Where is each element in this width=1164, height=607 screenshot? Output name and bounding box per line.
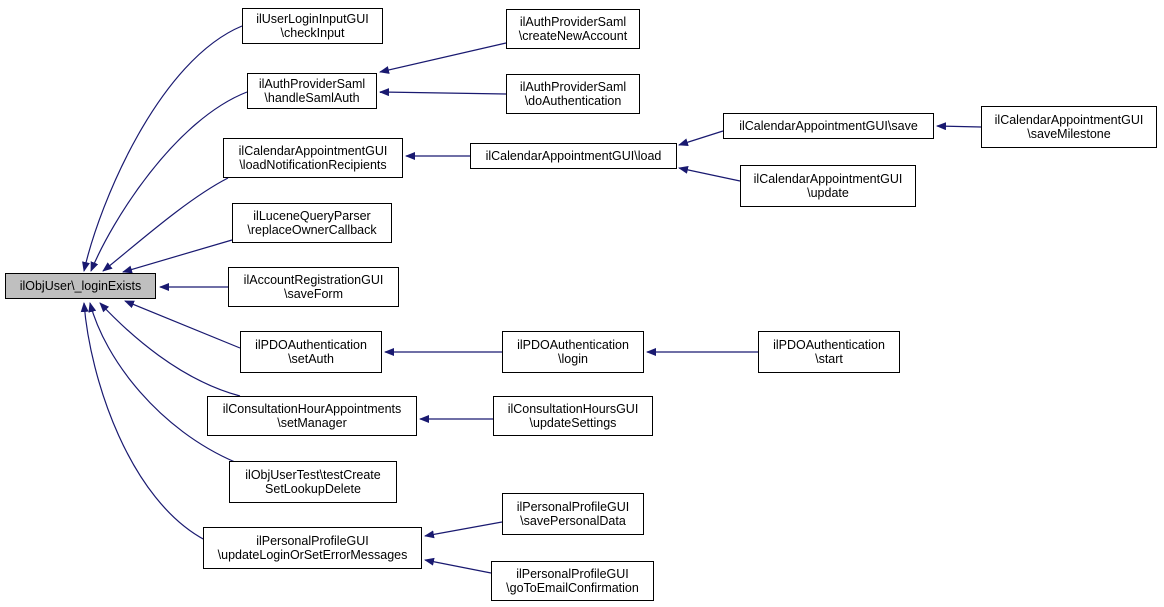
edge-email-confirm-to-update	[424, 557, 492, 574]
node-label: ilObjUser\_loginExists	[19, 279, 142, 293]
edge-test-create-to-root	[88, 302, 236, 463]
edge-create-account-to-saml	[379, 42, 507, 74]
node-update-login-or-set-error-messages[interactable]: ilPersonalProfileGUI \updateLoginOrSetEr…	[203, 527, 422, 569]
node-update-settings[interactable]: ilConsultationHoursGUI \updateSettings	[493, 396, 653, 436]
node-label: ilCalendarAppointmentGUI\load	[485, 149, 662, 163]
node-calendar-save[interactable]: ilCalendarAppointmentGUI\save	[723, 113, 934, 139]
edge-save-milestone-to-cal-save	[936, 122, 982, 131]
node-label: ilCalendarAppointmentGUI\save	[739, 119, 918, 133]
node-label: ilPersonalProfileGUI \goToEmailConfirmat…	[506, 567, 639, 595]
node-label: ilCalendarAppointmentGUI \loadNotificati…	[238, 144, 388, 172]
node-label: ilConsultationHoursGUI \updateSettings	[507, 402, 639, 430]
node-label: ilAuthProviderSaml \createNewAccount	[518, 15, 628, 43]
call-edges	[80, 25, 982, 574]
edge-set-manager-to-root	[99, 302, 241, 397]
node-label: ilPDOAuthentication \login	[517, 338, 629, 366]
edge-cal-save-to-cal-load	[678, 130, 724, 147]
node-calendar-update[interactable]: ilCalendarAppointmentGUI \update	[740, 165, 916, 207]
node-load-notification-recipients[interactable]: ilCalendarAppointmentGUI \loadNotificati…	[223, 138, 403, 178]
node-label: ilPDOAuthentication \setAuth	[255, 338, 367, 366]
node-calendar-save-milestone[interactable]: ilCalendarAppointmentGUI \saveMilestone	[981, 106, 1157, 148]
node-set-auth[interactable]: ilPDOAuthentication \setAuth	[240, 331, 382, 373]
node-calendar-load[interactable]: ilCalendarAppointmentGUI\load	[470, 143, 677, 169]
node-label: ilPDOAuthentication \start	[773, 338, 885, 366]
node-label: ilAuthProviderSaml \handleSamlAuth	[258, 77, 366, 105]
node-save-form[interactable]: ilAccountRegistrationGUI \saveForm	[228, 267, 399, 307]
node-replace-owner-callback[interactable]: ilLuceneQueryParser \replaceOwnerCallbac…	[232, 203, 392, 243]
edge-update-login-to-root	[80, 302, 206, 541]
edge-do-auth-to-saml	[379, 88, 507, 97]
node-label: ilObjUserTest\testCreate SetLookupDelete	[245, 468, 381, 496]
edge-load-notif-to-root	[102, 177, 229, 272]
edge-handle-saml-to-root	[90, 91, 248, 272]
node-label: ilCalendarAppointmentGUI \update	[753, 172, 903, 200]
node-save-personal-data[interactable]: ilPersonalProfileGUI \savePersonalData	[502, 493, 644, 535]
edge-save-personal-to-update	[424, 521, 503, 539]
edge-replace-owner-to-root	[122, 239, 233, 274]
node-root-login-exists[interactable]: ilObjUser\_loginExists	[5, 273, 156, 299]
node-go-to-email-confirmation[interactable]: ilPersonalProfileGUI \goToEmailConfirmat…	[491, 561, 654, 601]
edge-set-auth-to-root	[124, 300, 241, 349]
node-label: ilAuthProviderSaml \doAuthentication	[519, 80, 627, 108]
edge-cal-update-to-cal-load	[678, 165, 741, 182]
node-label: ilConsultationHourAppointments \setManag…	[222, 402, 402, 430]
edge-check-input-to-root	[82, 25, 243, 272]
node-handle-saml-auth[interactable]: ilAuthProviderSaml \handleSamlAuth	[247, 73, 377, 109]
node-pdo-login[interactable]: ilPDOAuthentication \login	[502, 331, 644, 373]
node-check-input[interactable]: ilUserLoginInputGUI \checkInput	[242, 8, 383, 44]
node-label: ilPersonalProfileGUI \updateLoginOrSetEr…	[217, 534, 408, 562]
node-test-create-set-lookup-delete[interactable]: ilObjUserTest\testCreate SetLookupDelete	[229, 461, 397, 503]
node-label: ilCalendarAppointmentGUI \saveMilestone	[994, 113, 1144, 141]
node-label: ilPersonalProfileGUI \savePersonalData	[516, 500, 630, 528]
node-set-manager[interactable]: ilConsultationHourAppointments \setManag…	[207, 396, 417, 436]
node-pdo-start[interactable]: ilPDOAuthentication \start	[758, 331, 900, 373]
node-do-authentication[interactable]: ilAuthProviderSaml \doAuthentication	[506, 74, 640, 114]
node-label: ilLuceneQueryParser \replaceOwnerCallbac…	[247, 209, 377, 237]
node-label: ilUserLoginInputGUI \checkInput	[256, 12, 369, 40]
node-label: ilAccountRegistrationGUI \saveForm	[243, 273, 384, 301]
node-create-new-account[interactable]: ilAuthProviderSaml \createNewAccount	[506, 9, 640, 49]
